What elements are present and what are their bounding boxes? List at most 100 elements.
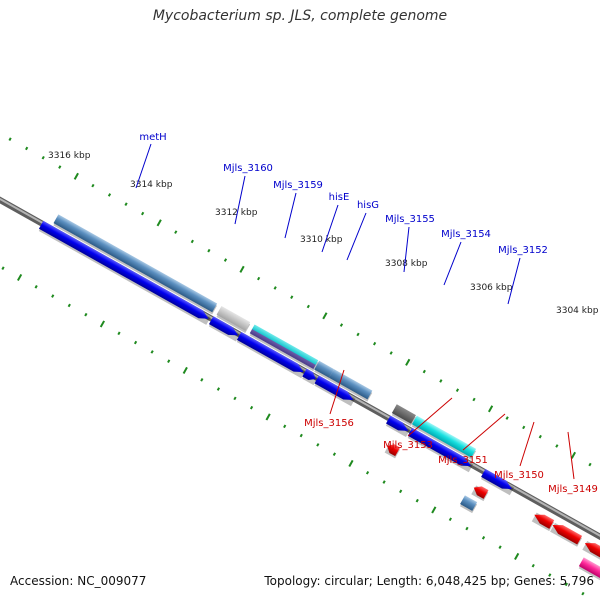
gene-blue-arrow-body [386,415,409,431]
scale-tick-outer [273,286,277,290]
scale-tick-outer [422,369,426,374]
scale-tick-outer [41,155,45,160]
scale-tick-inner [34,284,38,289]
scale-tick-inner [51,294,55,298]
scale-tick-outer [588,462,592,467]
gene-blue-arrow-body [38,220,209,319]
gene-mjls-3151-body [534,514,555,529]
scale-tick-inner [67,303,71,308]
forward-gene-label: Mjls_3160 [223,163,273,174]
scale-tick-outer [505,416,509,420]
scale-tick-inner [316,443,320,447]
scale-label: 3312 kbp [215,208,258,218]
leader-line [443,241,462,286]
scale-tick-inner [415,498,419,503]
gene-hisg-body [329,369,373,400]
leader-line [234,175,246,225]
scale-tick-inner [348,459,354,468]
gene-blue-arrow-body [481,468,513,490]
gene-blue-arrow-body [208,316,239,336]
gene-mjls-3151 [531,512,555,532]
scale-tick-outer [555,444,559,448]
accession-text: Accession: NC_009077 [10,574,147,588]
scale-tick-outer [239,265,245,273]
scale-tick-inner [399,489,403,494]
reverse-gene-label: Mjls_3151 [438,455,488,466]
scale-tick-outer [8,137,12,141]
leader-line [403,226,410,273]
scale-tick-inner [1,266,5,270]
gene-mjls-3153 [459,495,478,514]
forward-gene-label: hisG [357,200,379,211]
scale-tick-outer [405,358,411,366]
leader-line [519,421,535,467]
gene-mjls-3160 [216,305,251,334]
scale-tick-inner [581,591,585,596]
gene-methionine-synthase [53,214,218,315]
gene-mjls-3159-body [249,324,319,369]
scale-tick-outer [190,239,194,244]
scale-tick-outer [257,276,261,281]
scale-tick-inner [265,413,271,421]
scale-tick-outer [570,451,577,459]
scale-tick-outer [25,146,29,151]
gene-mjls-3156 [384,443,401,459]
reverse-gene-label: Mjls_3150 [494,470,544,481]
gene-blue-arrow [407,427,474,473]
scale-tick-inner [182,366,188,375]
leader-line [407,397,453,437]
leader-line [567,431,575,480]
scale-tick-inner [167,359,171,363]
scale-label: 3308 kbp [385,259,428,269]
scale-tick-outer [73,172,79,180]
scale-tick-inner [465,526,469,531]
gene-red-arrow [550,522,583,547]
gene-mjls-3155 [391,404,416,427]
leader-line [462,413,506,451]
scale-tick-outer [156,219,162,227]
gene-hisg [328,369,373,402]
scale-tick-outer [538,434,542,439]
scale-tick-inner [481,536,486,540]
scale-tick-outer [141,211,145,216]
scale-tick-outer [207,248,211,253]
scale-tick-inner [233,396,237,401]
forward-gene-label: metH [139,132,166,143]
scale-tick-inner [299,433,303,438]
scale-tick-inner [498,545,502,549]
gene-mjls-3156-body [387,444,401,457]
scale-tick-outer [290,295,294,300]
scale-tick-outer [356,332,360,337]
scale-tick-inner [133,340,138,345]
gene-blue-arrow-body [407,427,472,467]
gene-red-arrow-body [552,525,583,545]
gene-methionine-synthase-body [53,214,218,313]
scale-tick-inner [117,331,121,336]
scale-label: 3304 kbp [556,306,599,316]
scale-tick-outer [107,193,112,197]
gene-blue-arrow [38,220,211,325]
gene-mjls-3155-body [391,404,416,424]
forward-gene-label: Mjls_3152 [498,245,548,256]
scale-tick-inner [16,273,23,282]
reverse-gene-label: Mjls_3156 [304,418,354,429]
scale-tick-outer [223,258,228,262]
gene-blue-arrow [236,331,306,379]
gene-mjls-3154-body [411,415,477,458]
scale-tick-inner [514,552,520,560]
forward-gene-label: Mjls_3154 [441,229,491,240]
scale-label: 3314 kbp [130,180,173,190]
scale-tick-inner [431,506,437,514]
scale-ticks [1,137,592,596]
scale-tick-inner [216,387,221,391]
forward-gene-label: Mjls_3159 [273,180,323,191]
gene-mjls-3154 [411,415,477,460]
gene-mjls-3149-body [578,557,600,584]
scale-tick-outer [522,425,526,430]
gene-mjls-3150-body [584,543,600,566]
gene-blue-arrow [314,375,356,407]
scale-tick-inner [99,320,106,328]
gene-mjls-3150 [582,541,600,568]
